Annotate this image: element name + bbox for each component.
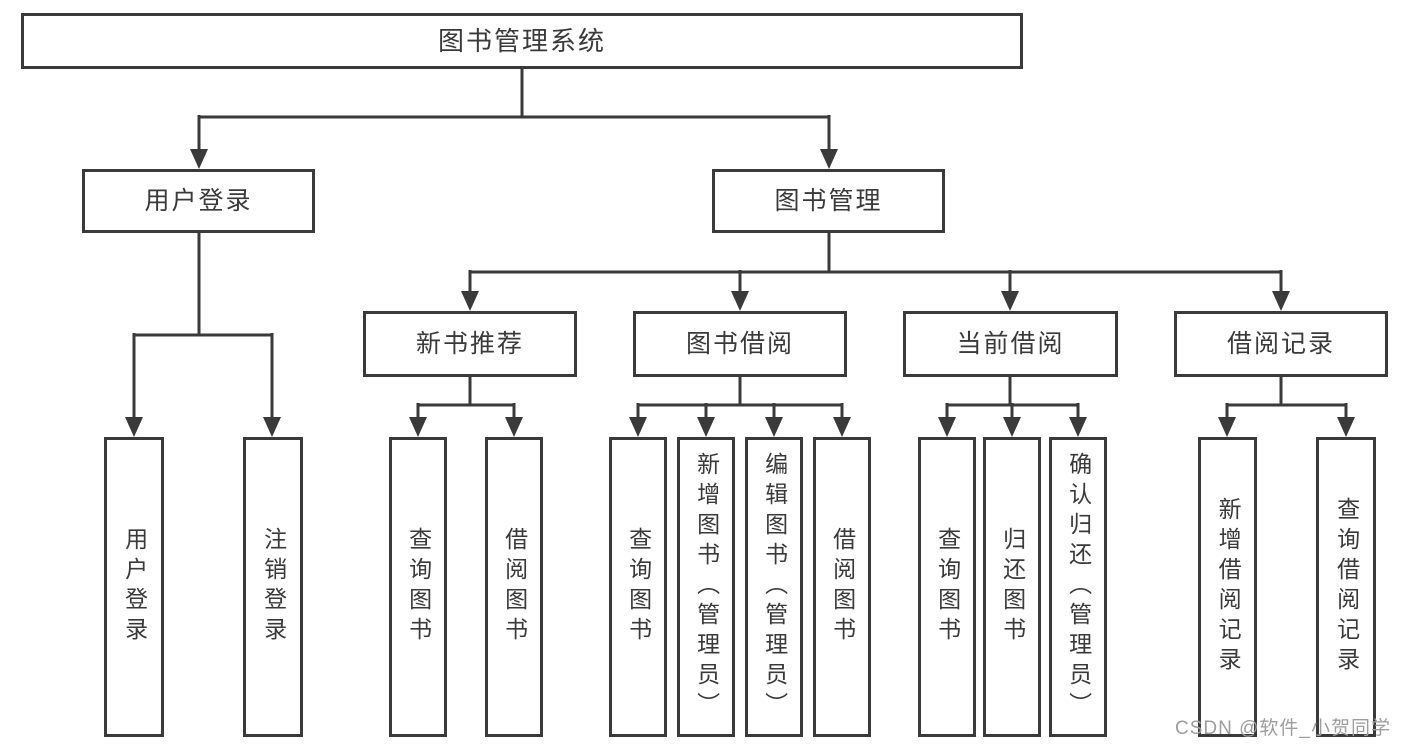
leaf-query-borrow-record: 查询借阅记录 xyxy=(1316,437,1376,737)
leaf-return-book: 归还图书 xyxy=(983,437,1041,737)
leaf-add-book-admin: 新增图书（管理员） xyxy=(677,437,735,737)
leaf-query-book-2: 查询图书 xyxy=(609,437,667,737)
arrowheads xyxy=(125,149,1355,437)
leaf-user-login: 用户登录 xyxy=(104,437,164,737)
leaf-query-book-1: 查询图书 xyxy=(389,437,447,737)
node-book-borrow: 图书借阅 xyxy=(633,311,847,377)
leaf-query-book-3: 查询图书 xyxy=(918,437,976,737)
node-book-management: 图书管理 xyxy=(712,169,945,233)
node-current-borrow: 当前借阅 xyxy=(903,311,1118,377)
leaf-borrow-book-1: 借阅图书 xyxy=(485,437,543,737)
leaf-logout: 注销登录 xyxy=(243,437,303,737)
leaf-edit-book-admin: 编辑图书（管理员） xyxy=(745,437,803,737)
node-root: 图书管理系统 xyxy=(21,13,1023,69)
node-user-login: 用户登录 xyxy=(82,169,315,233)
leaf-borrow-book-2: 借阅图书 xyxy=(813,437,871,737)
node-new-book-recommend: 新书推荐 xyxy=(363,311,577,377)
node-borrow-record: 借阅记录 xyxy=(1174,311,1388,377)
leaf-add-borrow-record: 新增借阅记录 xyxy=(1198,437,1257,737)
csdn-watermark: CSDN @软件_小贺同学 xyxy=(1175,718,1391,739)
leaf-confirm-return-admin: 确认归还（管理员） xyxy=(1049,437,1107,737)
